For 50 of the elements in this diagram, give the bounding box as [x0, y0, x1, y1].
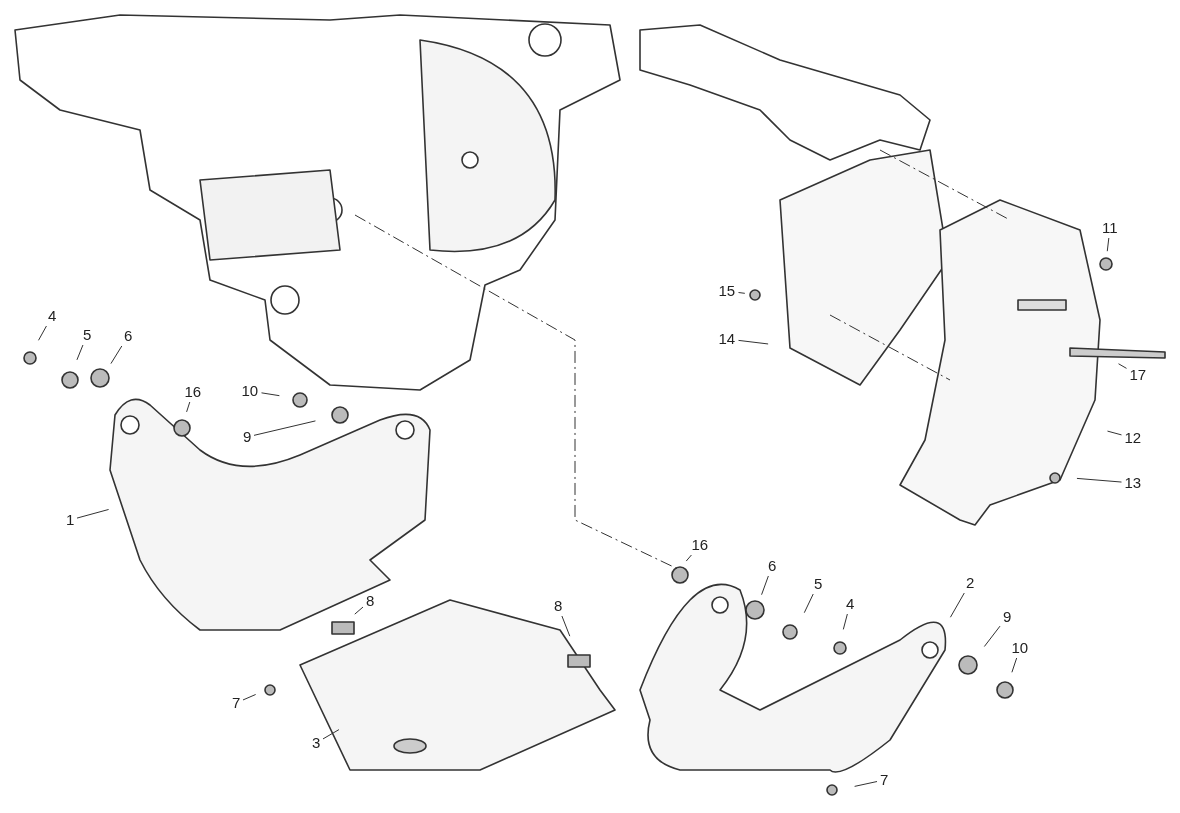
leader-line — [186, 401, 191, 413]
callout-number: 10 — [239, 382, 261, 400]
callout-number: 13 — [1122, 474, 1144, 492]
leader-line — [949, 592, 965, 618]
callout-number: 6 — [122, 327, 135, 345]
callout-number: 8 — [552, 597, 565, 615]
callout-number: 5 — [81, 326, 94, 344]
leader-line — [261, 392, 280, 397]
leader-line — [110, 345, 123, 365]
leader-line — [738, 339, 769, 345]
leader-line — [803, 593, 814, 614]
callout-number: 15 — [716, 282, 738, 300]
callout-number: 12 — [1122, 429, 1144, 447]
callout-number: 4 — [46, 307, 59, 325]
callout-number: 7 — [230, 694, 243, 712]
leader-line — [1011, 657, 1018, 673]
callout-number: 2 — [964, 574, 977, 592]
leader-line — [983, 625, 1001, 647]
leader-line — [854, 781, 878, 787]
leader-line — [76, 344, 84, 361]
callout-number: 3 — [310, 734, 323, 752]
leader-line — [761, 575, 769, 596]
leader-line — [738, 292, 746, 294]
callout-number: 16 — [182, 383, 204, 401]
leader-line — [253, 420, 316, 436]
callout-number: 9 — [1001, 608, 1014, 626]
leader-line — [38, 325, 47, 341]
callout-number: 9 — [241, 428, 254, 446]
callout-number: 17 — [1127, 366, 1149, 384]
leader-line — [242, 694, 257, 701]
callout-number: 5 — [812, 575, 825, 593]
leader-line — [322, 729, 340, 740]
leader-line — [76, 508, 110, 519]
callout-number: 10 — [1009, 639, 1031, 657]
callout-number: 7 — [878, 771, 891, 789]
leader-line — [354, 606, 364, 615]
leader-line — [561, 615, 571, 637]
callout-number: 6 — [766, 557, 779, 575]
leader-line — [685, 554, 692, 562]
callout-number: 16 — [689, 536, 711, 554]
callout-number: 8 — [364, 592, 377, 610]
leader-line — [1106, 430, 1122, 436]
leader-line — [1106, 237, 1110, 252]
callout-number: 1 — [64, 511, 77, 529]
callout-number: 4 — [844, 595, 857, 613]
leader-line — [1118, 363, 1127, 369]
callout-number: 11 — [1100, 219, 1120, 237]
callout-number: 14 — [716, 330, 738, 348]
leader-line — [842, 613, 848, 630]
leader-line — [1076, 477, 1122, 483]
